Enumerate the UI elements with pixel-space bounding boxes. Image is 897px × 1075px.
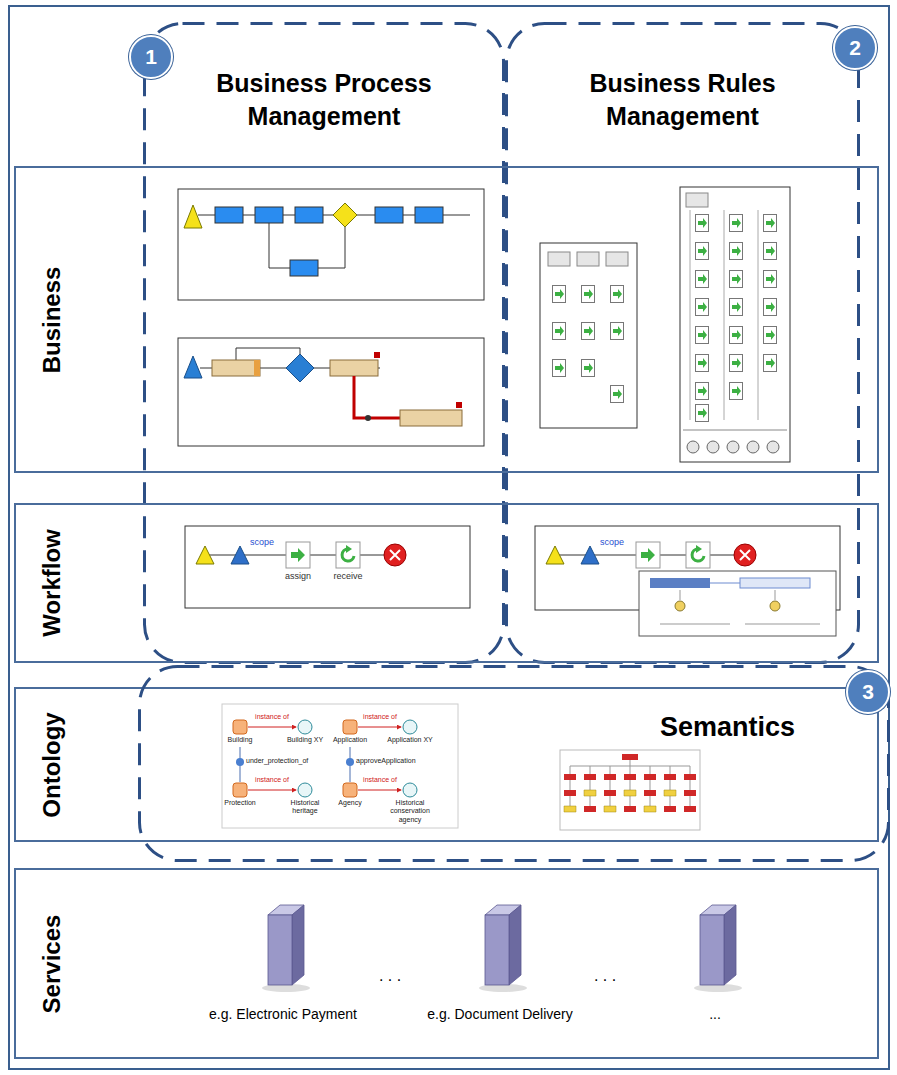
region-heading: Business Rules Management xyxy=(505,67,860,133)
layer-band: Business xyxy=(14,166,879,473)
callout-circle: 2 xyxy=(833,26,877,70)
band-label: Workflow xyxy=(38,529,66,637)
service-label: e.g. Electronic Payment xyxy=(209,1006,357,1023)
activity-label: scope xyxy=(600,537,624,548)
callout-number: 3 xyxy=(848,672,888,712)
service-label: ... xyxy=(709,1006,721,1023)
callout-number: 1 xyxy=(131,37,171,77)
layer-band: Ontology xyxy=(14,687,879,842)
process-model xyxy=(178,338,484,446)
workflow-model xyxy=(185,526,470,608)
callout-circle: 3 xyxy=(846,670,890,714)
service-label: e.g. Document Delivery xyxy=(427,1006,573,1023)
ontology-label: Building XY xyxy=(287,736,323,744)
server-icon xyxy=(479,905,527,992)
ontology-label: under_protection_of xyxy=(246,757,308,765)
dashed-region: Business Rules Management2 xyxy=(505,22,860,664)
region-heading: Semantics xyxy=(660,711,795,744)
taxonomy-tree xyxy=(560,750,700,830)
ontology-label: Application XY xyxy=(387,736,433,744)
callout-circle: 1 xyxy=(129,35,173,79)
ontology-label: Agency xyxy=(338,799,361,807)
relation-label: instance of xyxy=(255,713,289,721)
server-icon xyxy=(694,905,742,992)
activity-label: receive xyxy=(333,571,362,582)
region-heading: Business Process Management xyxy=(143,67,505,133)
dashed-region: Business Process Management1 xyxy=(143,22,505,664)
relation-label: instance of xyxy=(255,776,289,784)
callout-number: 2 xyxy=(835,28,875,68)
ellipsis: . . . xyxy=(594,966,616,985)
workflow-model xyxy=(535,526,840,636)
rule-set xyxy=(680,187,790,462)
server-icon xyxy=(262,905,310,992)
ontology-label: Historical heritage xyxy=(280,799,330,816)
process-model xyxy=(178,189,484,300)
rule-set xyxy=(540,243,637,428)
ontology-label: approveApplication xyxy=(356,757,416,765)
band-label: Ontology xyxy=(38,712,66,817)
relation-label: instance of xyxy=(363,713,397,721)
activity-label: assign xyxy=(285,571,311,582)
band-label: Business xyxy=(38,266,66,373)
ontology-graph xyxy=(222,704,458,828)
ontology-label: Historical conservation agency xyxy=(379,799,441,824)
ellipsis: . . . xyxy=(379,966,401,985)
relation-label: instance of xyxy=(363,776,397,784)
layer-band: Workflow xyxy=(14,503,879,663)
band-label: Services xyxy=(38,914,66,1013)
layer-band: Services xyxy=(14,868,879,1059)
ontology-label: Application xyxy=(333,736,367,744)
dashed-outline xyxy=(140,667,889,861)
ontology-label: Protection xyxy=(224,799,256,807)
activity-label: scope xyxy=(250,537,274,548)
ontology-label: Building xyxy=(228,736,253,744)
